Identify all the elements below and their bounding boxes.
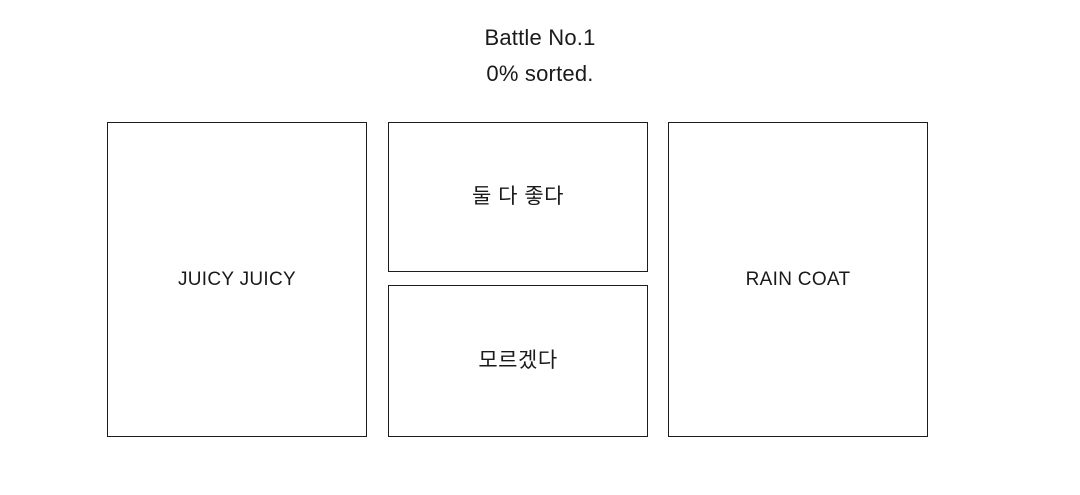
option-right-contender[interactable]: RAIN COAT <box>668 122 928 437</box>
option-both-good[interactable]: 둘 다 좋다 <box>388 122 648 272</box>
option-not-sure-label: 모르겠다 <box>478 349 558 372</box>
sort-progress-text: 0% sorted. <box>486 61 594 86</box>
page-header: Battle No.1 0% sorted. <box>0 20 1080 92</box>
option-right-contender-label: RAIN COAT <box>745 268 851 290</box>
page-title: Battle No.1 <box>484 25 596 50</box>
option-left-contender-label: JUICY JUICY <box>177 268 297 290</box>
option-both-good-label: 둘 다 좋다 <box>472 185 564 208</box>
option-left-contender[interactable]: JUICY JUICY <box>107 122 367 437</box>
option-not-sure[interactable]: 모르겠다 <box>388 285 648 437</box>
